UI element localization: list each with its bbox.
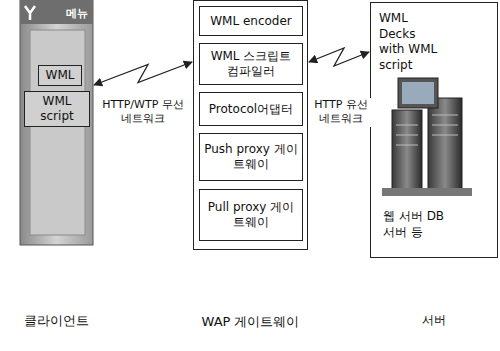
link-label: HTTP 유선네트워크	[311, 98, 371, 127]
box-label: WML encoder	[210, 14, 292, 29]
node-caption: WAP 게이트웨이	[174, 313, 327, 331]
node-caption: 클라이언트	[0, 312, 113, 330]
phone-screen	[30, 30, 85, 235]
link-label: HTTP/WTP 무선네트워크	[98, 98, 188, 127]
process-box: WML encoder	[199, 6, 303, 36]
wml-box: WML	[38, 65, 82, 86]
box-label: Protocol어댑터	[209, 102, 293, 117]
process-box: Pull proxy 게이트웨이	[199, 189, 303, 241]
monitor	[398, 78, 438, 108]
menu-label: 메뉴	[66, 6, 88, 21]
box-label: Push proxy 게이트웨이	[204, 142, 298, 172]
antenna-icon	[25, 6, 35, 20]
gateway-box: WAP 게이트웨이WML encoderWML 스크립트 컴파일러Protoco…	[193, 0, 308, 250]
phone-top-bar	[20, 0, 93, 24]
box-label: WML	[46, 68, 75, 83]
box-label: WML 스크립트 컴파일러	[204, 49, 298, 79]
server-base	[382, 188, 472, 196]
server-tower	[392, 110, 422, 192]
client-phone: 클라이언트WMLWML script	[20, 0, 93, 245]
server-content-label: WML Decks with WML script	[379, 11, 441, 73]
server-tower	[428, 98, 462, 192]
wireless-link	[94, 62, 192, 85]
monitor-screen	[402, 82, 434, 104]
process-box: Protocol어댑터	[199, 92, 303, 126]
box-label: Pull proxy 게이트웨이	[204, 200, 298, 230]
server-label: 웹 서버 DB 서버 등	[383, 209, 453, 240]
phone-body	[20, 0, 93, 245]
box-label: WML script	[29, 94, 85, 124]
wml-script-box: WML script	[24, 91, 90, 127]
server-box: WML Decks with WML script웹 서버 DB 서버 등서버	[370, 2, 498, 258]
process-box: WML 스크립트 컴파일러	[199, 43, 303, 85]
wireless-link	[309, 48, 369, 66]
node-caption: 서버	[351, 313, 500, 329]
process-box: Push proxy 게이트웨이	[199, 133, 303, 181]
